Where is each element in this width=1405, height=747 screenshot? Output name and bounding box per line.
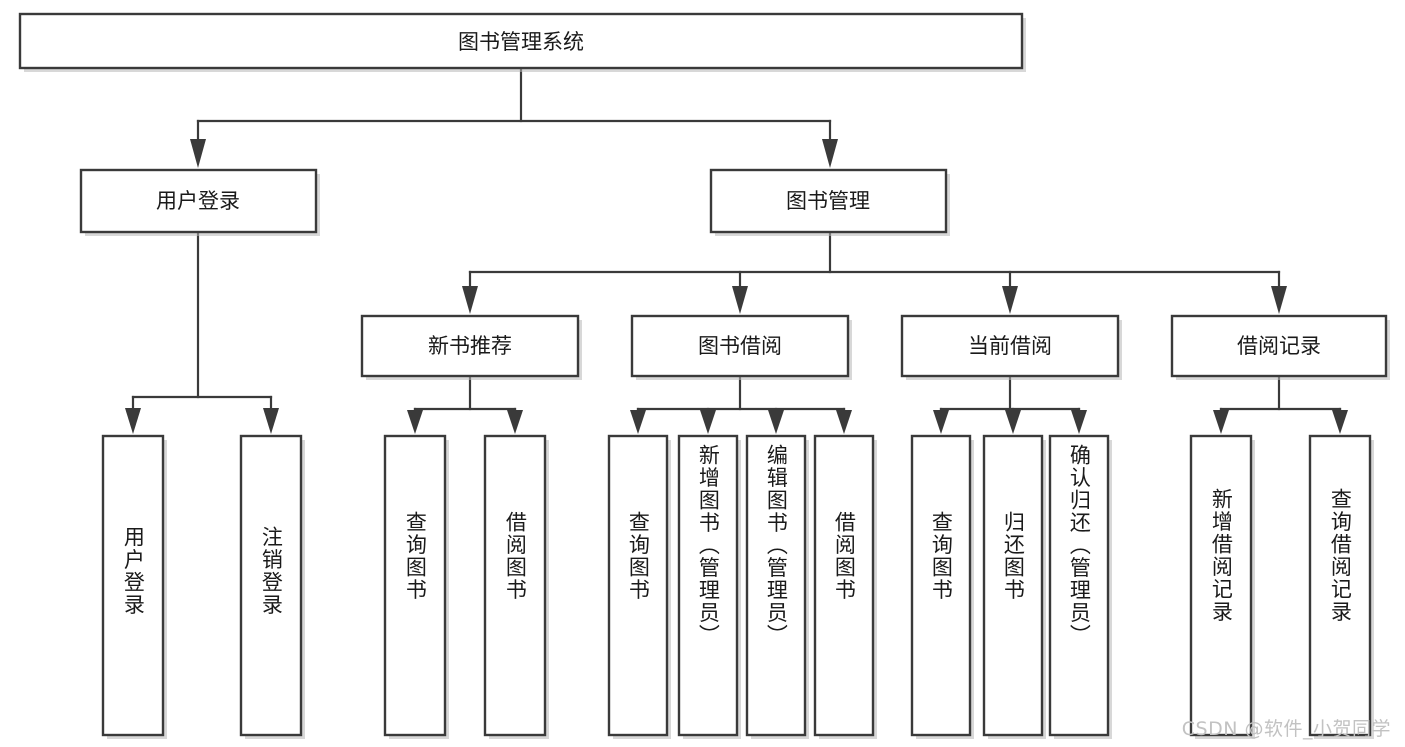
node-root[interactable]: 图书管理系统 bbox=[18, 12, 1026, 72]
node-book-manage[interactable]: 图书管理 bbox=[709, 168, 950, 236]
arrow-to-leaf-add-record bbox=[1213, 410, 1229, 434]
node-root-label: 图书管理系统 bbox=[458, 30, 584, 54]
arrow-to-new-book-rec bbox=[462, 286, 478, 314]
node-new-book-rec-label: 新书推荐 bbox=[428, 334, 512, 358]
node-borrow-record-label: 借阅记录 bbox=[1237, 334, 1321, 358]
node-user-login-label: 用户登录 bbox=[156, 189, 240, 213]
node-new-book-rec[interactable]: 新书推荐 bbox=[360, 314, 582, 380]
arrow-to-leaf-add-book bbox=[700, 410, 716, 434]
arrow-to-borrow-record bbox=[1271, 286, 1287, 314]
arrow-to-leaf-edit-book bbox=[768, 410, 784, 434]
arrow-to-book-manage bbox=[822, 139, 838, 168]
node-current-borrow-label: 当前借阅 bbox=[968, 334, 1052, 358]
leaf-user-login[interactable] bbox=[101, 434, 167, 739]
leaf-add-book[interactable] bbox=[677, 434, 741, 739]
leaf-node-layer bbox=[101, 434, 1374, 739]
node-current-borrow[interactable]: 当前借阅 bbox=[900, 314, 1122, 380]
leaf-query-book-rec[interactable] bbox=[383, 434, 449, 739]
arrow-to-user-login bbox=[190, 139, 206, 168]
arrow-to-leaf-borrow-book-rec bbox=[507, 410, 523, 434]
arrow-to-leaf-query-book-cur bbox=[933, 410, 949, 434]
leaf-add-record[interactable] bbox=[1189, 434, 1255, 739]
arrow-to-leaf-confirm-return bbox=[1071, 410, 1087, 434]
node-book-manage-label: 图书管理 bbox=[786, 189, 870, 213]
arrow-to-leaf-query-book-brw bbox=[630, 410, 646, 434]
node-user-login[interactable]: 用户登录 bbox=[79, 168, 320, 236]
arrow-to-leaf-logout bbox=[263, 408, 279, 434]
leaf-borrow-book-brw[interactable] bbox=[813, 434, 877, 739]
node-borrow-record[interactable]: 借阅记录 bbox=[1170, 314, 1390, 380]
arrow-to-book-borrow bbox=[732, 286, 748, 314]
leaf-logout[interactable] bbox=[239, 434, 305, 739]
arrow-to-leaf-query-record bbox=[1332, 410, 1348, 434]
arrow-to-leaf-user-login bbox=[125, 408, 141, 434]
connector-layer bbox=[125, 66, 1348, 434]
leaf-return-book[interactable] bbox=[982, 434, 1046, 739]
node-book-borrow-label: 图书借阅 bbox=[698, 334, 782, 358]
leaf-query-book-brw[interactable] bbox=[607, 434, 671, 739]
node-book-borrow[interactable]: 图书借阅 bbox=[630, 314, 852, 380]
csdn-watermark: CSDN @软件_小贺同学 bbox=[1181, 718, 1391, 740]
leaf-query-book-cur[interactable] bbox=[910, 434, 974, 739]
arrow-to-leaf-borrow-book-brw bbox=[836, 410, 852, 434]
leaf-edit-book[interactable] bbox=[745, 434, 809, 739]
arrow-to-current-borrow bbox=[1002, 286, 1018, 314]
node-layer: 图书管理系统 用户登录 图书管理 新书推荐 bbox=[18, 12, 1390, 739]
arrow-to-leaf-query-book-rec bbox=[407, 410, 423, 434]
leaf-confirm-return[interactable] bbox=[1048, 434, 1112, 739]
arrow-to-leaf-return-book bbox=[1005, 410, 1021, 434]
leaf-query-record[interactable] bbox=[1308, 434, 1374, 739]
leaf-borrow-book-rec[interactable] bbox=[483, 434, 549, 739]
